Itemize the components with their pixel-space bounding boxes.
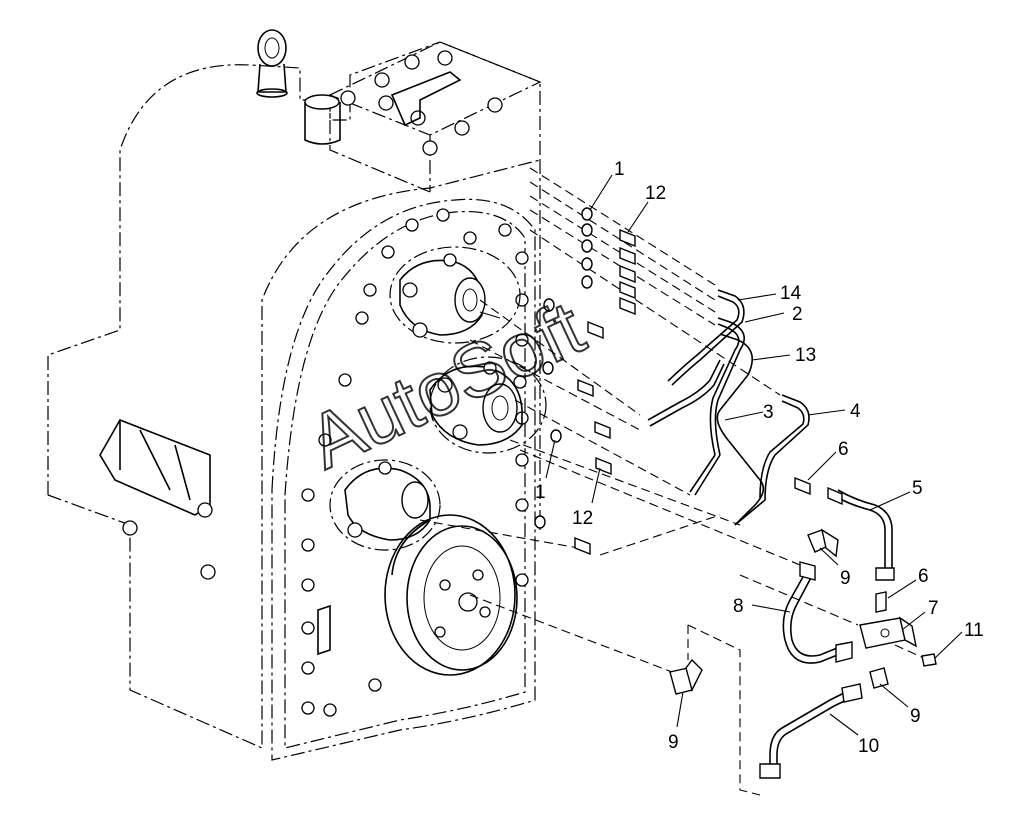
fittings [574,228,887,613]
flywheel-coupling [317,514,518,676]
callout-14: 14 [780,283,802,304]
middle-pump-assembly [429,356,547,454]
lower-pump-assembly [329,459,441,551]
upper-pump-assembly [389,246,521,344]
callout-1-mid: 1 [535,482,546,503]
callout-2: 2 [792,304,803,325]
callout-6-low: 6 [918,566,929,587]
elbow-fittings [669,528,889,695]
callout-13: 13 [795,345,816,366]
callout-12-mid: 12 [572,508,593,529]
callout-7: 7 [928,598,939,619]
callout-11: 11 [964,620,984,641]
plug [921,653,937,667]
washers [534,207,593,529]
transmission-housing [47,29,542,761]
callout-1-top: 1 [614,159,625,180]
callout-5: 5 [912,478,923,499]
top-cover-bolts [340,50,503,156]
callouts: 1 12 14 2 13 4 3 6 1 12 5 9 6 7 8 11 9 9… [535,159,984,757]
hydraulic-tubes [647,289,895,779]
callout-3: 3 [763,402,774,423]
explode-lines [419,167,929,796]
cover-bolts [122,208,529,717]
leader-lines [545,174,963,736]
callout-9-low: 9 [910,706,921,727]
callout-10: 10 [858,736,879,757]
callout-12-top: 12 [645,183,666,204]
callout-6-top: 6 [838,439,849,460]
callout-9-left: 9 [668,732,679,753]
callout-8: 8 [733,596,744,617]
callout-4: 4 [850,401,861,422]
tee-block [859,616,917,649]
callout-9-mid: 9 [840,568,851,589]
